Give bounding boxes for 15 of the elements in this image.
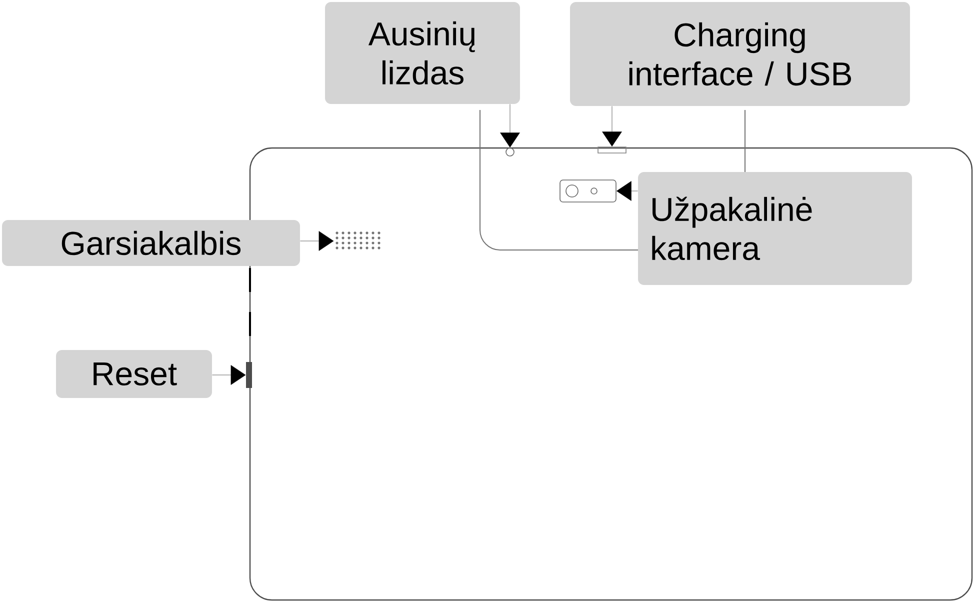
- pointer-arrow: [616, 181, 638, 201]
- pointer-arrow: [300, 231, 334, 251]
- callout-label: Charging interface / USB: [570, 2, 910, 106]
- callout-label: Reset: [56, 350, 212, 398]
- pointer-arrow: [500, 104, 520, 148]
- usb-port: [598, 146, 626, 154]
- reset-button: [246, 362, 252, 388]
- camera: [560, 180, 616, 202]
- pointer-arrow: [602, 106, 622, 146]
- callout-label: Užpakalinė kamera: [638, 172, 912, 285]
- pointer-arrow: [212, 365, 246, 385]
- headphone-jack: [506, 148, 514, 156]
- callout-label: Ausinių lizdas: [325, 2, 520, 104]
- speaker-grille: [336, 232, 380, 250]
- callout-label: Garsiakalbis: [2, 220, 300, 266]
